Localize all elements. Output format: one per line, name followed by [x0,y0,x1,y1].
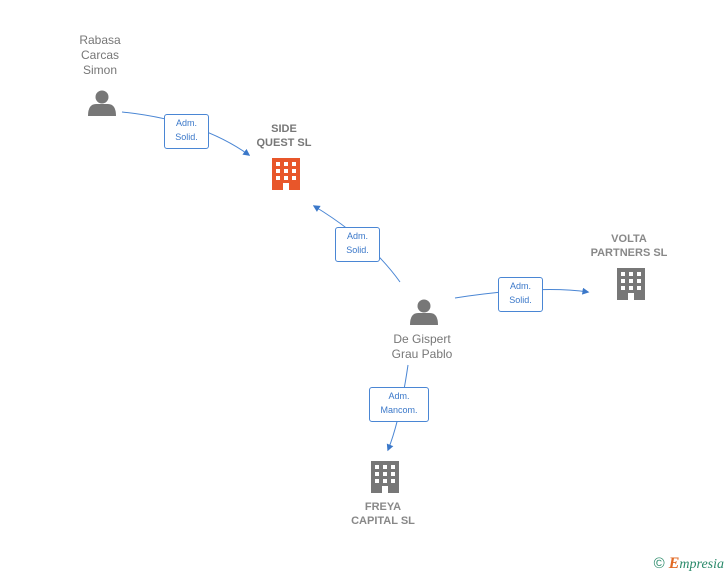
building-icon[interactable] [371,461,399,493]
node-label-volta[interactable]: VOLTA PARTNERS SL [590,233,668,259]
edge-label-box: Adm. Solid. [335,227,380,262]
copyright-symbol: © [653,555,665,572]
node-label-rabasa[interactable]: Rabasa Carcas Simon [79,33,121,77]
building-icon[interactable] [617,268,645,300]
node-label-freya[interactable]: FREYA CAPITAL SL [351,501,415,527]
building-icon[interactable] [272,158,300,190]
brand-name: mpresia [679,557,724,572]
edge-label-box: Adm. Solid. [498,277,543,312]
brand-initial: E [668,555,680,572]
brand-footer[interactable]: ©Empresia [654,555,724,573]
node-label-de-gispert[interactable]: De Gispert Grau Pablo [391,332,453,361]
node-label-side-quest[interactable]: SIDE QUEST SL [256,123,312,149]
edge-label-box: Adm. Solid. [164,114,209,149]
person-icon[interactable] [88,90,116,117]
edge-label-box: Adm. Mancom. [369,387,429,422]
person-icon[interactable] [410,299,438,326]
